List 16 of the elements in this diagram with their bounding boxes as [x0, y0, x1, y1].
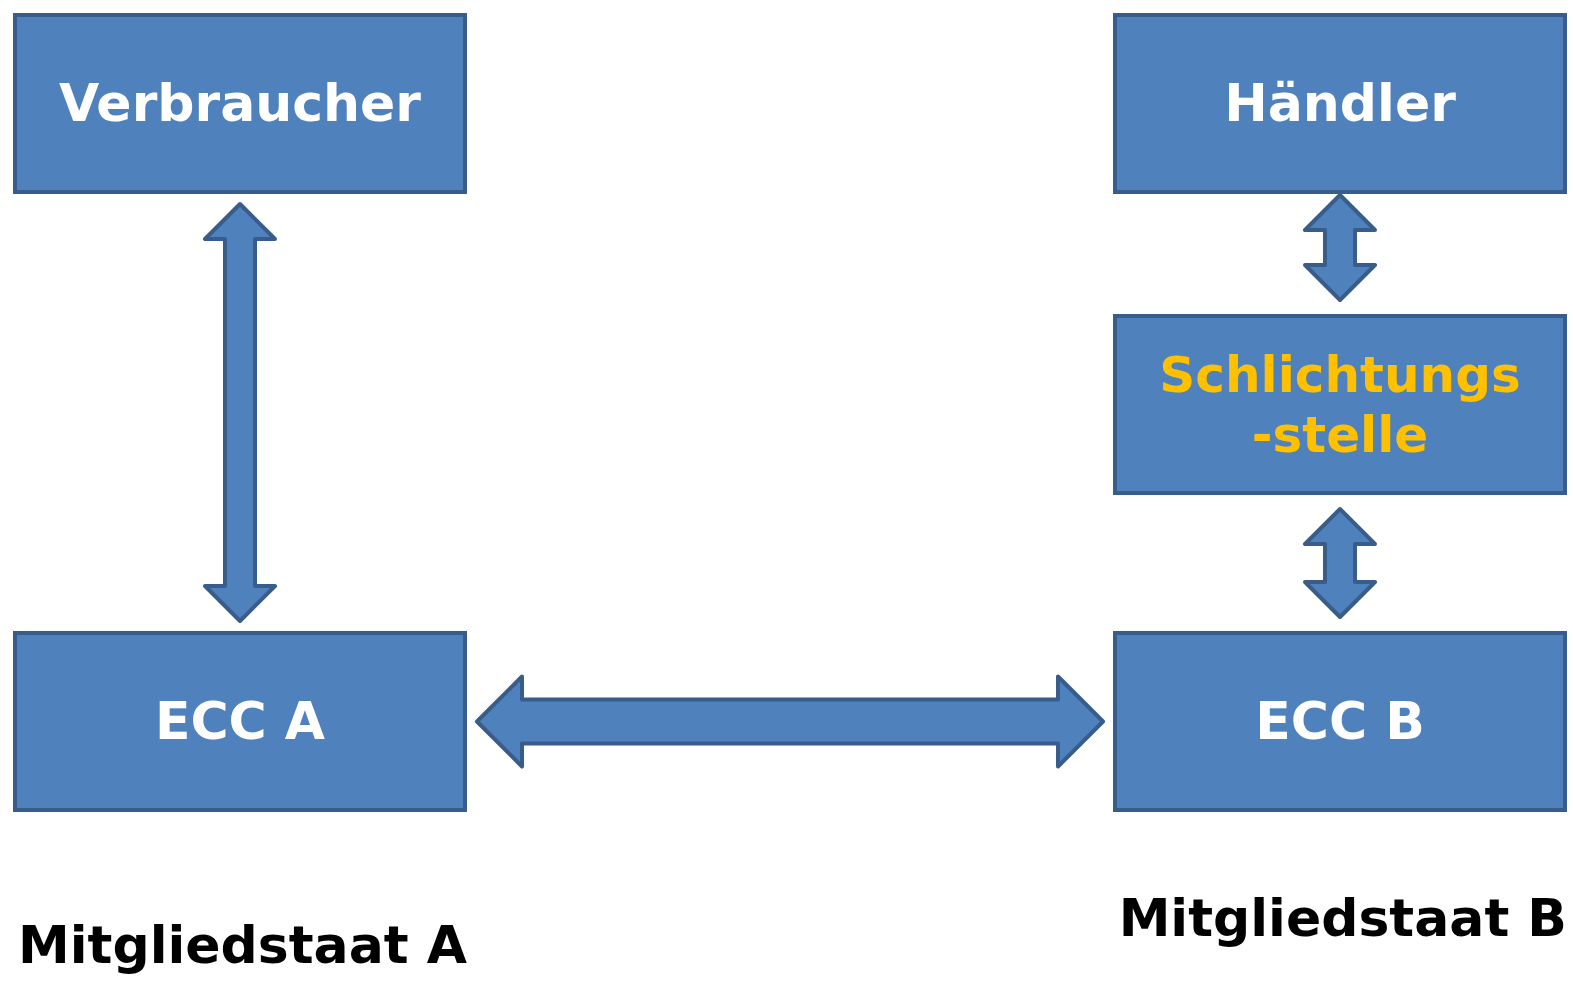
region-label: Mitgliedstaat A — [18, 915, 467, 975]
box-label: Händler — [1224, 72, 1456, 135]
process-box — [13, 13, 467, 194]
box-label: Verbraucher — [58, 72, 421, 135]
double-arrow — [203, 202, 277, 623]
box-label: Schlichtungs -stelle — [1158, 344, 1522, 465]
double-arrow — [1303, 507, 1377, 619]
region-label: Mitgliedstaat B — [1118, 888, 1567, 948]
double-arrow — [475, 674, 1105, 769]
process-box — [1113, 631, 1567, 812]
box-label: ECC A — [154, 690, 326, 753]
process-box — [1113, 13, 1567, 194]
process-box — [1113, 314, 1567, 495]
box-label: ECC B — [1255, 690, 1425, 753]
double-arrow — [1303, 193, 1377, 302]
process-box — [13, 631, 467, 812]
